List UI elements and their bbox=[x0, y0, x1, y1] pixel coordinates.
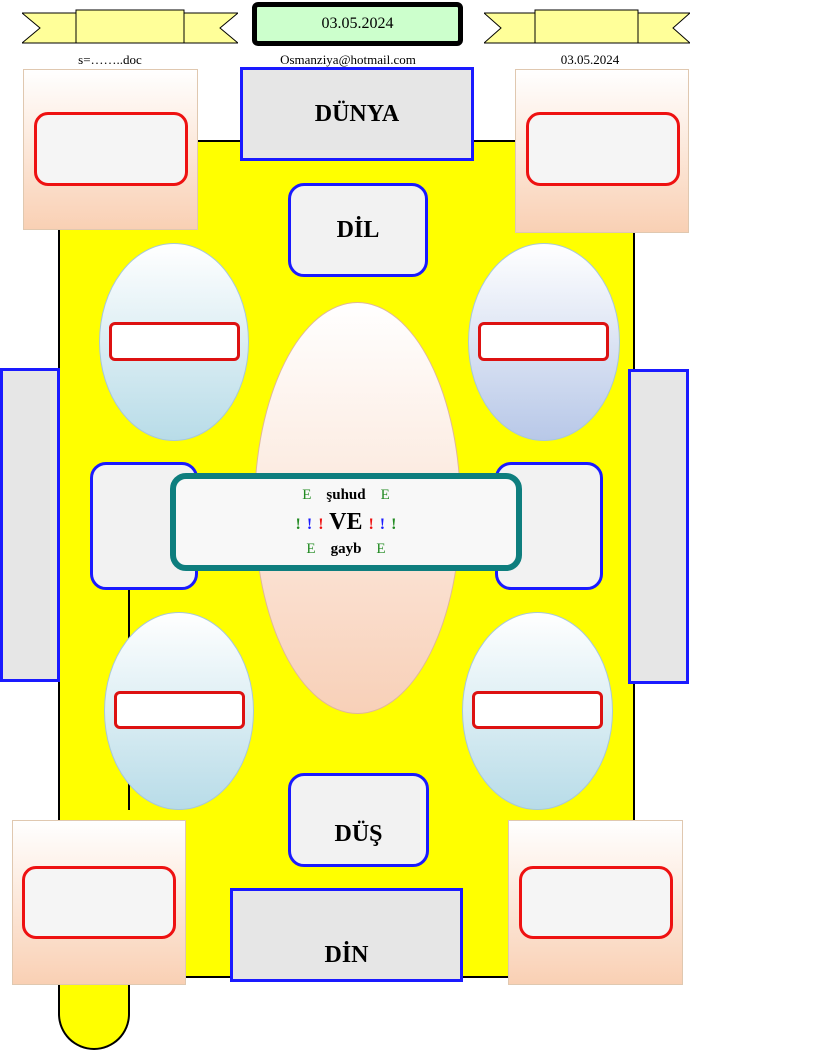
exclamation-mark: ! bbox=[368, 516, 374, 533]
date-caption: 03.05.2024 bbox=[560, 52, 620, 67]
exclamation-mark: ! bbox=[295, 516, 301, 533]
exclamation-mark: ! bbox=[379, 516, 386, 533]
line-shuhud: E şuhud E bbox=[176, 487, 516, 504]
file-caption: s=……..doc bbox=[78, 52, 142, 67]
word-ve: VE bbox=[329, 509, 363, 535]
line-gayb: E gayb E bbox=[176, 541, 516, 558]
red-bar-top-left bbox=[109, 322, 240, 361]
word-gayb: gayb bbox=[330, 541, 362, 557]
red-slot bbox=[34, 112, 188, 186]
exclamation-mark: ! bbox=[306, 516, 313, 533]
letter-e: E bbox=[302, 487, 312, 503]
red-bar-top-right bbox=[478, 322, 609, 361]
red-slot bbox=[526, 112, 680, 186]
corner-panel-top-right bbox=[515, 69, 689, 233]
letter-e: E bbox=[376, 541, 386, 557]
dus-box: DÜŞ bbox=[288, 773, 429, 867]
dunya-box: DÜNYA bbox=[240, 67, 474, 161]
letter-e: E bbox=[380, 487, 390, 503]
left-ribbon-banner bbox=[22, 8, 238, 48]
din-label: DİN bbox=[324, 942, 369, 968]
exclamation-mark: ! bbox=[391, 516, 397, 533]
email-caption: Osmanziya@hotmail.com bbox=[280, 52, 416, 67]
center-text-box: E şuhud E ! ! ! VE ! ! ! E gayb E bbox=[170, 473, 522, 571]
din-box: DİN bbox=[230, 888, 463, 982]
right-ribbon-banner bbox=[484, 8, 690, 48]
red-bar-bottom-right bbox=[472, 691, 603, 729]
corner-panel-top-left bbox=[23, 69, 198, 230]
red-slot bbox=[519, 866, 673, 939]
right-side-panel bbox=[628, 369, 689, 684]
left-side-panel bbox=[0, 368, 60, 682]
exclamation-mark: ! bbox=[318, 516, 324, 533]
red-bar-bottom-left bbox=[114, 691, 245, 729]
corner-panel-bottom-right bbox=[508, 820, 683, 985]
line-ve: ! ! ! VE ! ! ! bbox=[176, 509, 516, 536]
date-box: 03.05.2024 bbox=[252, 2, 463, 46]
dus-label: DÜŞ bbox=[334, 821, 383, 847]
word-shuhud: şuhud bbox=[326, 487, 366, 503]
letter-e: E bbox=[306, 541, 316, 557]
corner-panel-bottom-left bbox=[12, 820, 186, 985]
red-slot bbox=[22, 866, 176, 939]
dil-box: DİL bbox=[288, 183, 428, 277]
